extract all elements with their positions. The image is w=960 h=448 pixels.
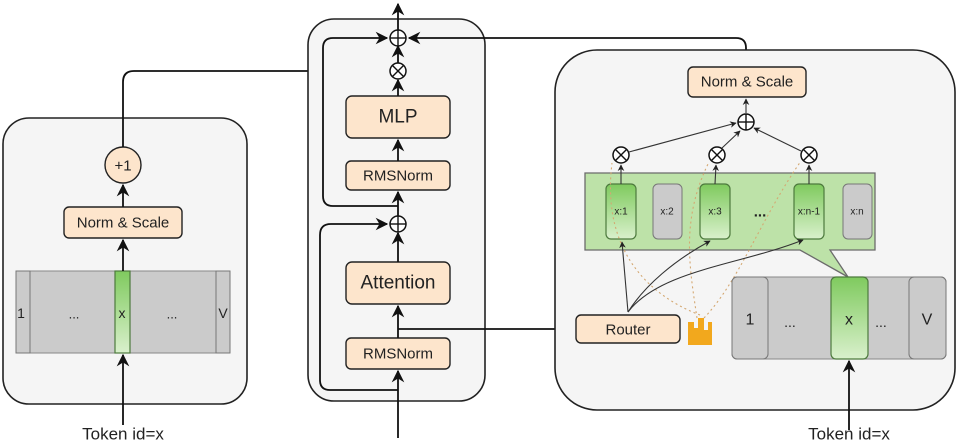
left-vocab-strip: 1 ... x ... V <box>15 270 231 354</box>
expert-cell-2-label: x:2 <box>660 207 674 218</box>
expert-multiply-node-1 <box>612 146 630 164</box>
residual-attention-loop <box>319 217 398 391</box>
multiply-node <box>389 62 407 80</box>
right-vocab-label-v: V <box>922 312 933 329</box>
add-node-bottom <box>389 215 407 233</box>
right-vocab-cell-x <box>830 276 869 360</box>
right-vocab-cell-1 <box>731 276 769 360</box>
expert-cell-n-label: x:n <box>850 207 863 218</box>
right-vocab-label-1: 1 <box>746 312 755 329</box>
right-norm-scale-box <box>687 66 807 98</box>
center-panel: MLP RMSNorm Attention RMSNorm <box>307 2 574 438</box>
expert-cell-3-label: x:3 <box>708 207 722 218</box>
right-vocab-label-ellipsis-1: ... <box>784 314 796 330</box>
rmsnorm-top-label: RMSNorm <box>363 168 433 185</box>
left-vocab-label-1: 1 <box>17 305 25 321</box>
expert-multiply-node-n-1 <box>800 146 818 164</box>
right-token-label: Token id=x <box>808 425 890 444</box>
multn-to-add-arrow <box>753 127 802 152</box>
left-panel: 1 ... x ... V Norm & Scale +1 Token id=x <box>2 64 387 444</box>
mlp-label: MLP <box>378 107 417 128</box>
weight-line-1 <box>609 162 701 316</box>
left-vocab-label-v: V <box>218 305 228 321</box>
right-add-node <box>737 113 755 131</box>
router-label: Router <box>605 322 650 339</box>
right-norm-scale-label: Norm & Scale <box>701 74 794 91</box>
expert-cell-n <box>842 183 873 240</box>
router-to-expert1-arrow <box>619 241 629 313</box>
left-vocab-cell-1 <box>15 270 31 354</box>
mult3-to-add-arrow <box>721 130 741 149</box>
left-to-multiply-arrow <box>122 64 387 147</box>
router-box <box>575 314 681 344</box>
left-vocab-label-ellipsis-1: ... <box>69 307 80 322</box>
expert-cell-2 <box>652 183 683 240</box>
expert3-up-arrow <box>712 164 719 185</box>
right-panel: Norm & Scale <box>554 49 956 430</box>
left-vocab-label-x: x <box>119 305 126 321</box>
expert-cell-1-label: x:1 <box>614 207 628 218</box>
attention-label: Attention <box>361 273 436 294</box>
expert-multiply-node-3 <box>708 146 726 164</box>
router-to-expertn1-arrow <box>627 239 804 313</box>
plus-one-label: +1 <box>114 158 131 175</box>
add-node-top <box>389 29 407 47</box>
left-vocab-cell-v <box>215 270 231 354</box>
right-vocab-label-ellipsis-2: ... <box>875 314 887 330</box>
right-vocab-label-x: x <box>845 312 853 329</box>
mult1-to-add-arrow <box>628 121 737 153</box>
residual-mlp-loop <box>322 31 398 207</box>
podium-icon <box>688 318 712 345</box>
expert-cells: x:1 x:2 x:3 ... x:n-1 x:n <box>605 183 873 240</box>
right-vocab-cell-v <box>908 276 947 360</box>
left-norm-scale-label: Norm & Scale <box>77 215 170 232</box>
right-to-add-arrow <box>407 31 747 68</box>
expert-cell-n-1-label: x:n-1 <box>798 207 821 218</box>
rmsnorm-bottom-label: RMSNorm <box>363 346 433 363</box>
left-token-label: Token id=x <box>82 425 164 444</box>
expert-cell-ellipsis: ... <box>754 204 767 221</box>
left-vocab-label-ellipsis-2: ... <box>167 307 178 322</box>
right-vocab-strip: 1 ... x ... V <box>731 276 947 360</box>
router-to-expert3-arrow <box>627 240 711 313</box>
